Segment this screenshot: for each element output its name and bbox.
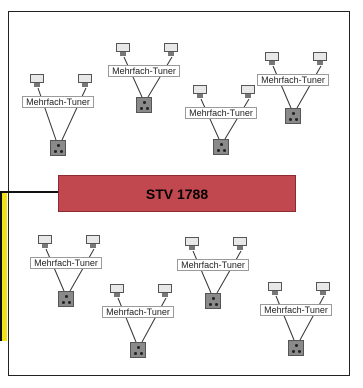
antenna-outlet-icon [130, 342, 146, 358]
tv-monitor-icon [313, 52, 327, 66]
connection-lines [117, 297, 167, 343]
tuner-unit: Mehrfach-Tuner [183, 83, 267, 187]
tuner-label: Mehrfach-Tuner [257, 74, 329, 86]
tuner-label: Mehrfach-Tuner [108, 65, 180, 77]
amplifier-label: STV 1788 [145, 185, 209, 202]
antenna-outlet-icon [58, 291, 74, 307]
tv-monitor-icon [38, 235, 52, 249]
tuner-label: Mehrfach-Tuner [102, 306, 174, 318]
tuner-unit: Mehrfach-Tuner [175, 235, 259, 339]
connection-lines [45, 248, 95, 292]
connection-lines [123, 56, 173, 98]
antenna-outlet-icon [205, 293, 221, 309]
antenna-outlet-icon [213, 139, 229, 155]
feed-cable-yellow [0, 193, 7, 341]
connection-lines [192, 250, 242, 294]
tv-monitor-icon [164, 43, 178, 57]
connection-lines [272, 65, 322, 109]
tuner-unit: Mehrfach-Tuner [28, 233, 112, 337]
tv-monitor-icon [86, 235, 100, 249]
amplifier-box: STV 1788 [58, 175, 296, 212]
tuner-unit: Mehrfach-Tuner [100, 282, 184, 386]
tv-monitor-icon [78, 74, 92, 88]
tv-monitor-icon [193, 85, 207, 99]
tv-monitor-icon [110, 284, 124, 298]
feed-cable-horizontal [0, 191, 58, 193]
tv-monitor-icon [30, 74, 44, 88]
tv-monitor-icon [233, 237, 247, 251]
tuner-unit: Mehrfach-Tuner [20, 72, 104, 176]
tuner-label: Mehrfach-Tuner [185, 107, 257, 119]
tv-monitor-icon [158, 284, 172, 298]
tv-monitor-icon [265, 52, 279, 66]
tuner-unit: Mehrfach-Tuner [106, 41, 190, 145]
tv-monitor-icon [268, 282, 282, 296]
tuner-label: Mehrfach-Tuner [260, 304, 332, 316]
connection-lines [200, 98, 250, 140]
tuner-unit: Mehrfach-Tuner [258, 280, 342, 384]
feed-cable-vertical [0, 191, 2, 341]
antenna-outlet-icon [288, 340, 304, 356]
tv-monitor-icon [116, 43, 130, 57]
tuner-label: Mehrfach-Tuner [30, 257, 102, 269]
tuner-unit: Mehrfach-Tuner [255, 50, 339, 154]
tv-monitor-icon [241, 85, 255, 99]
connection-lines [275, 295, 325, 341]
antenna-outlet-icon [50, 140, 66, 156]
antenna-outlet-icon [285, 108, 301, 124]
tuner-label: Mehrfach-Tuner [22, 96, 94, 108]
antenna-outlet-icon [136, 97, 152, 113]
tv-monitor-icon [185, 237, 199, 251]
tv-monitor-icon [316, 282, 330, 296]
tuner-label: Mehrfach-Tuner [177, 259, 249, 271]
